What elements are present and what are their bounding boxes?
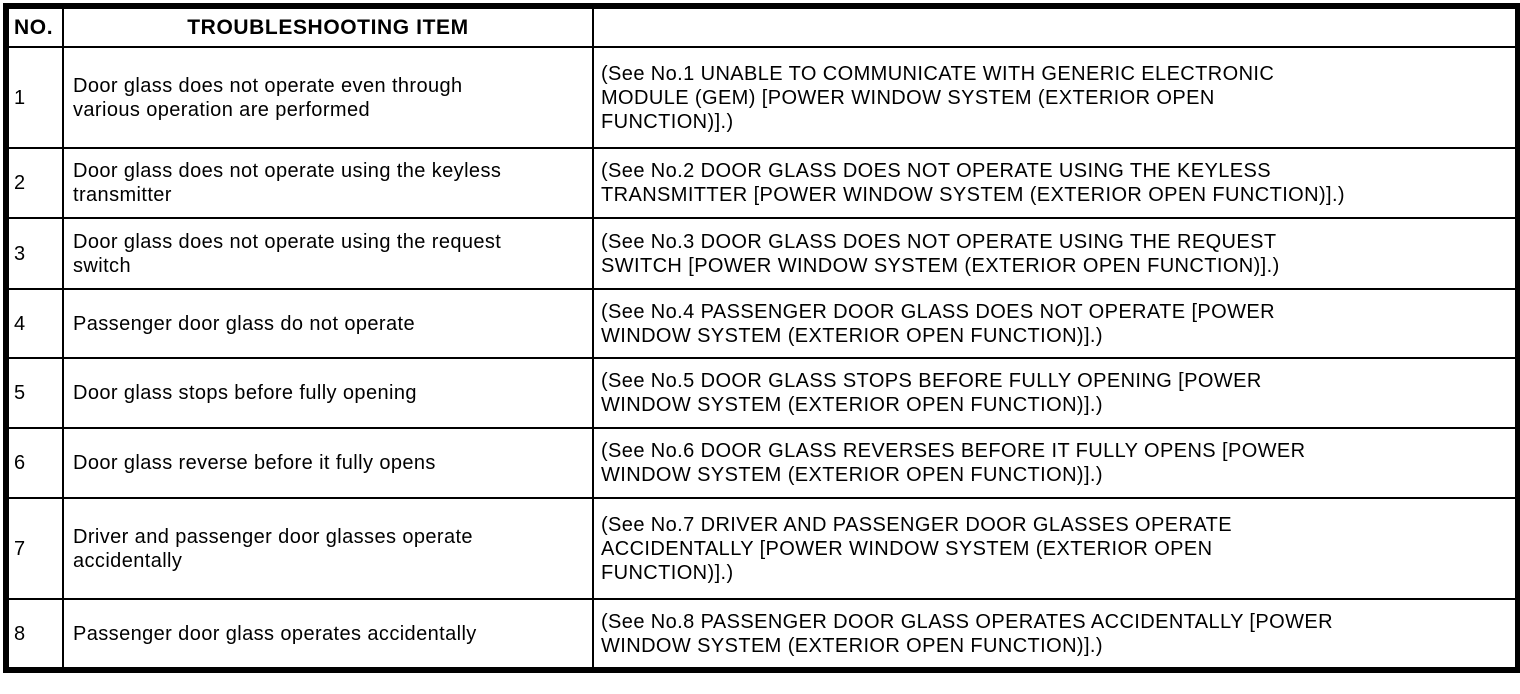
- troubleshooting-item-cell: Door glass does not operate even through…: [62, 46, 594, 149]
- troubleshooting-item-cell: Door glass reverse before it fully opens: [62, 427, 594, 499]
- row-number-cell: 3: [5, 217, 64, 290]
- troubleshooting-item-cell: Driver and passenger door glasses operat…: [62, 497, 594, 600]
- row-number-cell: 6: [5, 427, 64, 499]
- troubleshooting-item-cell: Passenger door glass operates accidental…: [62, 598, 594, 671]
- table-header-row: NO. TROUBLESHOOTING ITEM: [5, 5, 1519, 48]
- table-row: 5 Door glass stops before fully opening …: [5, 357, 1519, 429]
- reference-cell: (See No.5 DOOR GLASS STOPS BEFORE FULLY …: [592, 357, 1519, 429]
- table-row: 7 Driver and passenger door glasses oper…: [5, 497, 1519, 600]
- table-row: 4 Passenger door glass do not operate (S…: [5, 288, 1519, 359]
- troubleshooting-item-cell: Door glass stops before fully opening: [62, 357, 594, 429]
- scanned-manual-page: NO. TROUBLESHOOTING ITEM 1 Door glass do…: [3, 3, 1520, 673]
- header-no: NO.: [5, 5, 64, 48]
- row-number-cell: 1: [5, 46, 64, 149]
- table-row: 2 Door glass does not operate using the …: [5, 147, 1519, 219]
- table-row: 1 Door glass does not operate even throu…: [5, 46, 1519, 149]
- troubleshooting-item-cell: Door glass does not operate using the re…: [62, 217, 594, 290]
- reference-cell: (See No.2 DOOR GLASS DOES NOT OPERATE US…: [592, 147, 1519, 219]
- troubleshooting-item-cell: Door glass does not operate using the ke…: [62, 147, 594, 219]
- reference-cell: (See No.6 DOOR GLASS REVERSES BEFORE IT …: [592, 427, 1519, 499]
- reference-cell: (See No.8 PASSENGER DOOR GLASS OPERATES …: [592, 598, 1519, 671]
- troubleshooting-table: NO. TROUBLESHOOTING ITEM 1 Door glass do…: [3, 3, 1520, 673]
- row-number-cell: 8: [5, 598, 64, 671]
- table-row: 6 Door glass reverse before it fully ope…: [5, 427, 1519, 499]
- table-row: 3 Door glass does not operate using the …: [5, 217, 1519, 290]
- row-number-cell: 2: [5, 147, 64, 219]
- row-number-cell: 7: [5, 497, 64, 600]
- row-number-cell: 4: [5, 288, 64, 359]
- reference-cell: (See No.7 DRIVER AND PASSENGER DOOR GLAS…: [592, 497, 1519, 600]
- reference-cell: (See No.3 DOOR GLASS DOES NOT OPERATE US…: [592, 217, 1519, 290]
- header-reference: [592, 5, 1519, 48]
- reference-cell: (See No.1 UNABLE TO COMMUNICATE WITH GEN…: [592, 46, 1519, 149]
- header-item: TROUBLESHOOTING ITEM: [62, 5, 594, 48]
- troubleshooting-item-cell: Passenger door glass do not operate: [62, 288, 594, 359]
- reference-cell: (See No.4 PASSENGER DOOR GLASS DOES NOT …: [592, 288, 1519, 359]
- table-row: 8 Passenger door glass operates accident…: [5, 598, 1519, 671]
- row-number-cell: 5: [5, 357, 64, 429]
